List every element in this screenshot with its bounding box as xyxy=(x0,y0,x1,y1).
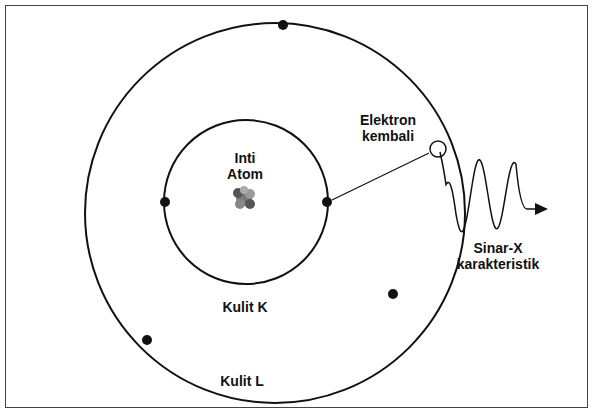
xray-label: Sinar-X karakteristik xyxy=(448,240,548,272)
arrowhead xyxy=(535,203,548,215)
x-ray-wave xyxy=(440,152,536,232)
nucleus-label: Inti Atom xyxy=(221,150,269,182)
shell-l xyxy=(85,23,465,403)
shell-label: Kulit K xyxy=(205,299,285,315)
electrons xyxy=(142,20,398,345)
electron-label: Elektron kembali xyxy=(348,112,428,144)
shell-k xyxy=(164,120,328,284)
frame xyxy=(6,6,588,408)
nucleus xyxy=(233,186,255,209)
shell-label: Kulit L xyxy=(202,373,282,389)
returning-electron xyxy=(430,141,446,157)
electron-path xyxy=(332,153,429,200)
